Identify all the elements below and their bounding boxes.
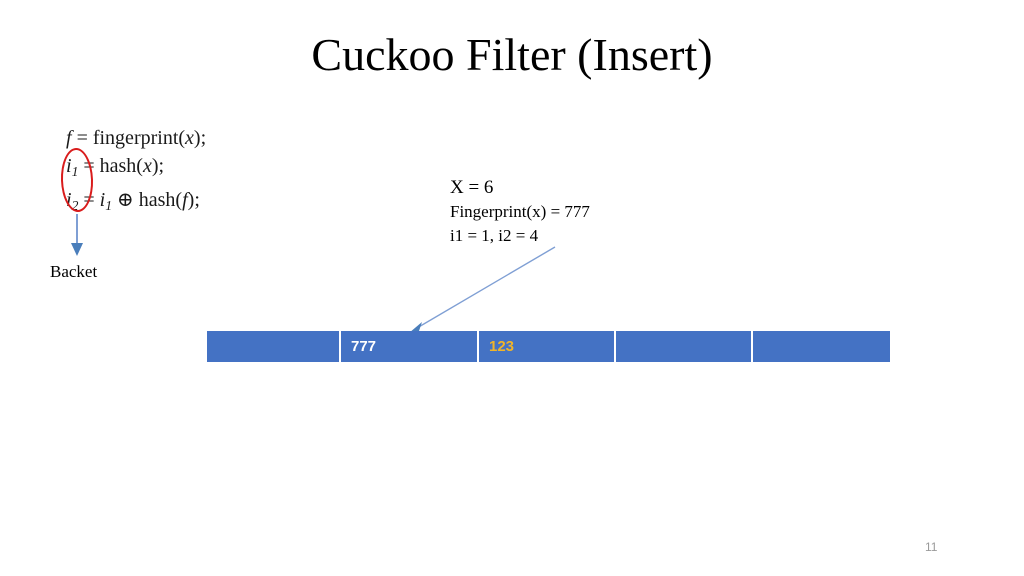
example-line-indices: i1 = 1, i2 = 4 (450, 226, 539, 245)
formula-block: f = fingerprint(x); i1 = hash(x); i2 = i… (66, 124, 306, 220)
bucket-cell-1[interactable]: 777 (341, 331, 479, 362)
formula-line-2-lhs-subscript: 1 (71, 163, 79, 179)
formula-line-3-argument: f (182, 188, 188, 211)
example-line-x: X = 6 (450, 177, 494, 198)
formula-line-3-equals: = (83, 188, 95, 211)
page-title: Cuckoo Filter (Insert) (311, 29, 713, 80)
backet-label: Backet (50, 262, 98, 281)
formula-line-1: f = fingerprint(x); (66, 124, 306, 152)
bucket-cell-4[interactable] (753, 331, 890, 362)
formula-line-3-tail: ); (187, 188, 200, 211)
formula-line-1-lhs: f (66, 127, 72, 149)
formula-line-3-operand-subscript: 1 (105, 197, 112, 213)
formula-line-3-lhs-subscript: 2 (71, 197, 79, 213)
formula-line-1-equals: = (76, 127, 88, 149)
bucket-cell-2[interactable]: 123 (479, 331, 616, 362)
insert-pointer-arrow-icon (409, 246, 556, 334)
formula-line-2-equals: = (83, 155, 95, 177)
bucket-cell-0[interactable] (207, 331, 341, 362)
bucket-array: 777 123 (207, 331, 890, 362)
formula-line-2-argument: x (142, 155, 152, 177)
formula-line-3: i2 = i1 ⊕ hash(f); (66, 186, 306, 220)
bucket-cell-3[interactable] (616, 331, 753, 362)
bucket-pointer-arrow-icon (71, 214, 83, 256)
formula-line-3-operand: i (99, 188, 106, 211)
formula-line-1-function: fingerprint( (92, 127, 186, 149)
formula-line-2-function: hash( (99, 155, 143, 177)
xor-operator-icon: ⊕ (117, 188, 134, 211)
example-values-block: X = 6 Fingerprint(x) = 777 i1 = 1, i2 = … (450, 175, 710, 248)
bucket-cell-1-value: 777 (351, 338, 377, 355)
formula-line-1-tail: ); (193, 127, 207, 149)
formula-line-2-lhs: i (66, 155, 72, 177)
formula-line-2: i1 = hash(x); (66, 152, 306, 186)
bucket-cell-2-value: 123 (489, 338, 515, 355)
example-line-fingerprint: Fingerprint(x) = 777 (450, 202, 590, 221)
formula-line-1-argument: x (185, 127, 194, 149)
formula-line-3-lhs: i (66, 188, 72, 211)
formula-line-3-function: hash( (138, 188, 183, 211)
slide-page-number: 11 (925, 540, 938, 554)
formula-line-2-tail: ); (151, 155, 165, 177)
